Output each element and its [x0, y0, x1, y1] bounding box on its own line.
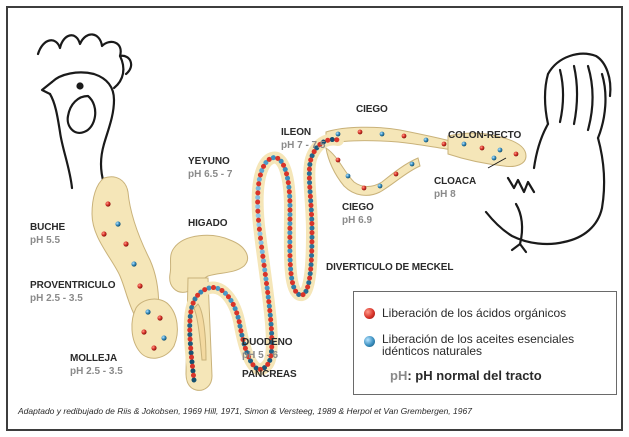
blue-dot-icon — [364, 336, 375, 347]
label-ciego-bottom: CIEGO pH 6.9 — [342, 198, 374, 226]
label-cloaca: CLOACA pH 8 — [434, 172, 476, 200]
label-duodeno-ph: pH 5 - 6 — [242, 351, 292, 361]
label-molleja: MOLLEJA pH 2.5 - 3.5 — [70, 349, 123, 377]
label-higado: HIGADO — [188, 214, 227, 230]
label-ciego-top: CIEGO — [356, 100, 388, 116]
label-proventriculo-name: PROVENTRICULO — [30, 280, 115, 291]
legend-ph-text: : pH normal del tracto — [407, 368, 541, 383]
label-ciego-top-name: CIEGO — [356, 104, 388, 115]
label-proventriculo: PROVENTRICULO pH 2.5 - 3.5 — [30, 276, 115, 304]
label-colon-recto-name: COLON-RECTO — [448, 130, 521, 141]
label-cloaca-ph: pH 8 — [434, 190, 476, 200]
label-diverticulo: DIVERTICULO DE MECKEL — [326, 258, 453, 274]
rooster-head-outline — [38, 34, 131, 188]
label-buche: BUCHE pH 5.5 — [30, 218, 65, 246]
label-ileon-ph: pH 7 - 7.5 — [281, 141, 325, 151]
cecum-top-shape — [326, 127, 454, 150]
label-pancreas: PANCREAS — [242, 365, 297, 381]
label-diverticulo-name: DIVERTICULO DE MECKEL — [326, 262, 453, 273]
label-yeyuno: YEYUNO pH 6.5 - 7 — [188, 152, 232, 180]
legend-ph-symbol: pH — [390, 368, 407, 383]
label-cloaca-name: CLOACA — [434, 176, 476, 187]
label-molleja-name: MOLLEJA — [70, 353, 117, 364]
diagram-frame: BUCHE pH 5.5 PROVENTRICULO pH 2.5 - 3.5 … — [6, 6, 623, 431]
label-higado-name: HIGADO — [188, 218, 227, 229]
label-yeyuno-name: YEYUNO — [188, 156, 230, 167]
label-duodeno: DUODENO pH 5 - 6 — [242, 333, 292, 361]
legend-acids-text: Liberación de los ácidos orgánicos — [382, 306, 566, 320]
cecum-bottom-shape — [326, 148, 420, 195]
label-yeyuno-ph: pH 6.5 - 7 — [188, 170, 232, 180]
legend-box: Liberación de los ácidos orgánicos Liber… — [353, 291, 617, 395]
red-dot-icon — [364, 308, 375, 319]
label-buche-ph: pH 5.5 — [30, 236, 65, 246]
label-pancreas-name: PANCREAS — [242, 369, 297, 380]
label-ileon: ILEON pH 7 - 7.5 — [281, 123, 325, 151]
legend-oils-line2: idénticos naturales — [382, 344, 482, 358]
label-ciego-bottom-name: CIEGO — [342, 202, 374, 213]
label-colon-recto: COLON-RECTO — [448, 126, 521, 142]
label-ciego-bottom-ph: pH 6.9 — [342, 216, 374, 226]
legend-row-ph: pH: pH normal del tracto — [390, 368, 542, 383]
label-duodeno-name: DUODENO — [242, 337, 292, 348]
label-ileon-name: ILEON — [281, 127, 311, 138]
label-molleja-ph: pH 2.5 - 3.5 — [70, 367, 123, 377]
label-proventriculo-ph: pH 2.5 - 3.5 — [30, 294, 115, 304]
source-credit: Adaptado y redibujado de Riis & Jokobsen… — [18, 406, 472, 416]
label-buche-name: BUCHE — [30, 222, 65, 233]
